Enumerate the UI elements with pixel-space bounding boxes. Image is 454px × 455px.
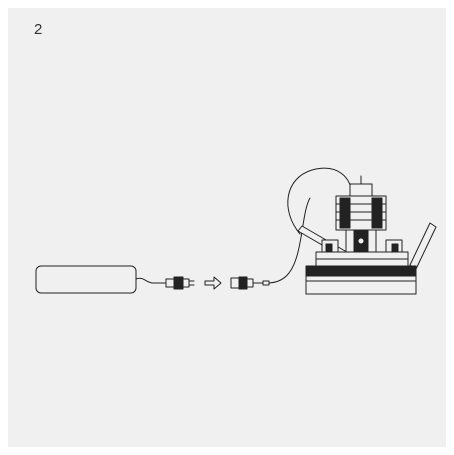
downlight-fixture <box>287 167 437 295</box>
socket-connector <box>230 276 270 290</box>
plug-connector <box>165 276 195 290</box>
connect-arrow <box>204 276 222 290</box>
driver-box <box>35 265 137 294</box>
step-number: 2 <box>34 21 43 38</box>
driver-cable <box>135 277 167 284</box>
fixture-cable <box>268 197 311 284</box>
